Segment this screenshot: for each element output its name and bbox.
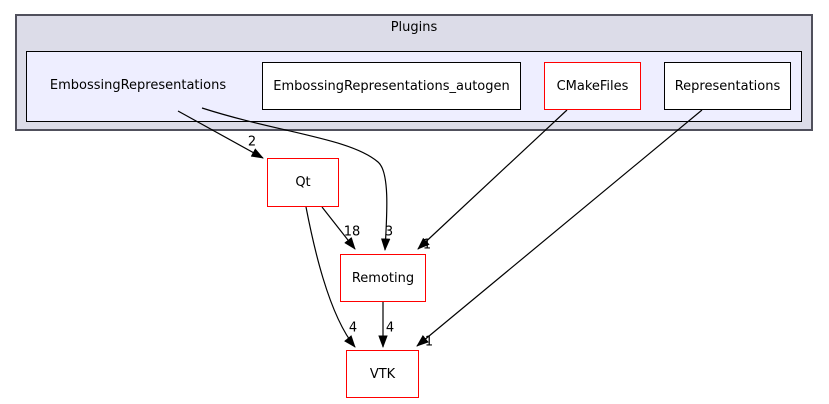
edge-count-cmakefiles-remoting[interactable]: 1	[422, 237, 432, 253]
node-vtk[interactable]: VTK	[346, 350, 419, 398]
node-representations[interactable]: Representations	[664, 62, 791, 110]
node-qt-label: Qt	[295, 175, 311, 190]
node-cmakefiles-label: CMakeFiles	[556, 78, 629, 94]
node-embossing-representations[interactable]: EmbossingRepresentations	[38, 74, 238, 96]
edge-count-qt-vtk[interactable]: 4	[348, 320, 358, 336]
node-embossing-representations-autogen[interactable]: EmbossingRepresentations_autogen	[262, 62, 521, 110]
cluster-plugins-label[interactable]: Plugins	[390, 20, 438, 35]
edge-count-embossing-qt[interactable]: 2	[247, 134, 257, 150]
node-autogen-label: EmbossingRepresentations_autogen	[273, 78, 510, 94]
edge-count-remoting-vtk[interactable]: 4	[385, 320, 395, 336]
node-representations-label: Representations	[674, 78, 781, 94]
edge-count-representations-vtk[interactable]: 1	[424, 334, 434, 350]
node-vtk-label: VTK	[369, 366, 396, 382]
node-cmakefiles[interactable]: CMakeFiles	[544, 62, 641, 110]
node-embossing-representations-label: EmbossingRepresentations	[49, 77, 227, 93]
edge-representations-to-vtk	[416, 109, 703, 347]
node-remoting[interactable]: Remoting	[340, 254, 426, 302]
edge-count-embossing-remoting[interactable]: 3	[384, 224, 394, 240]
edge-count-qt-remoting[interactable]: 18	[343, 224, 361, 240]
node-qt[interactable]: Qt	[267, 158, 339, 207]
node-remoting-label: Remoting	[351, 270, 415, 286]
